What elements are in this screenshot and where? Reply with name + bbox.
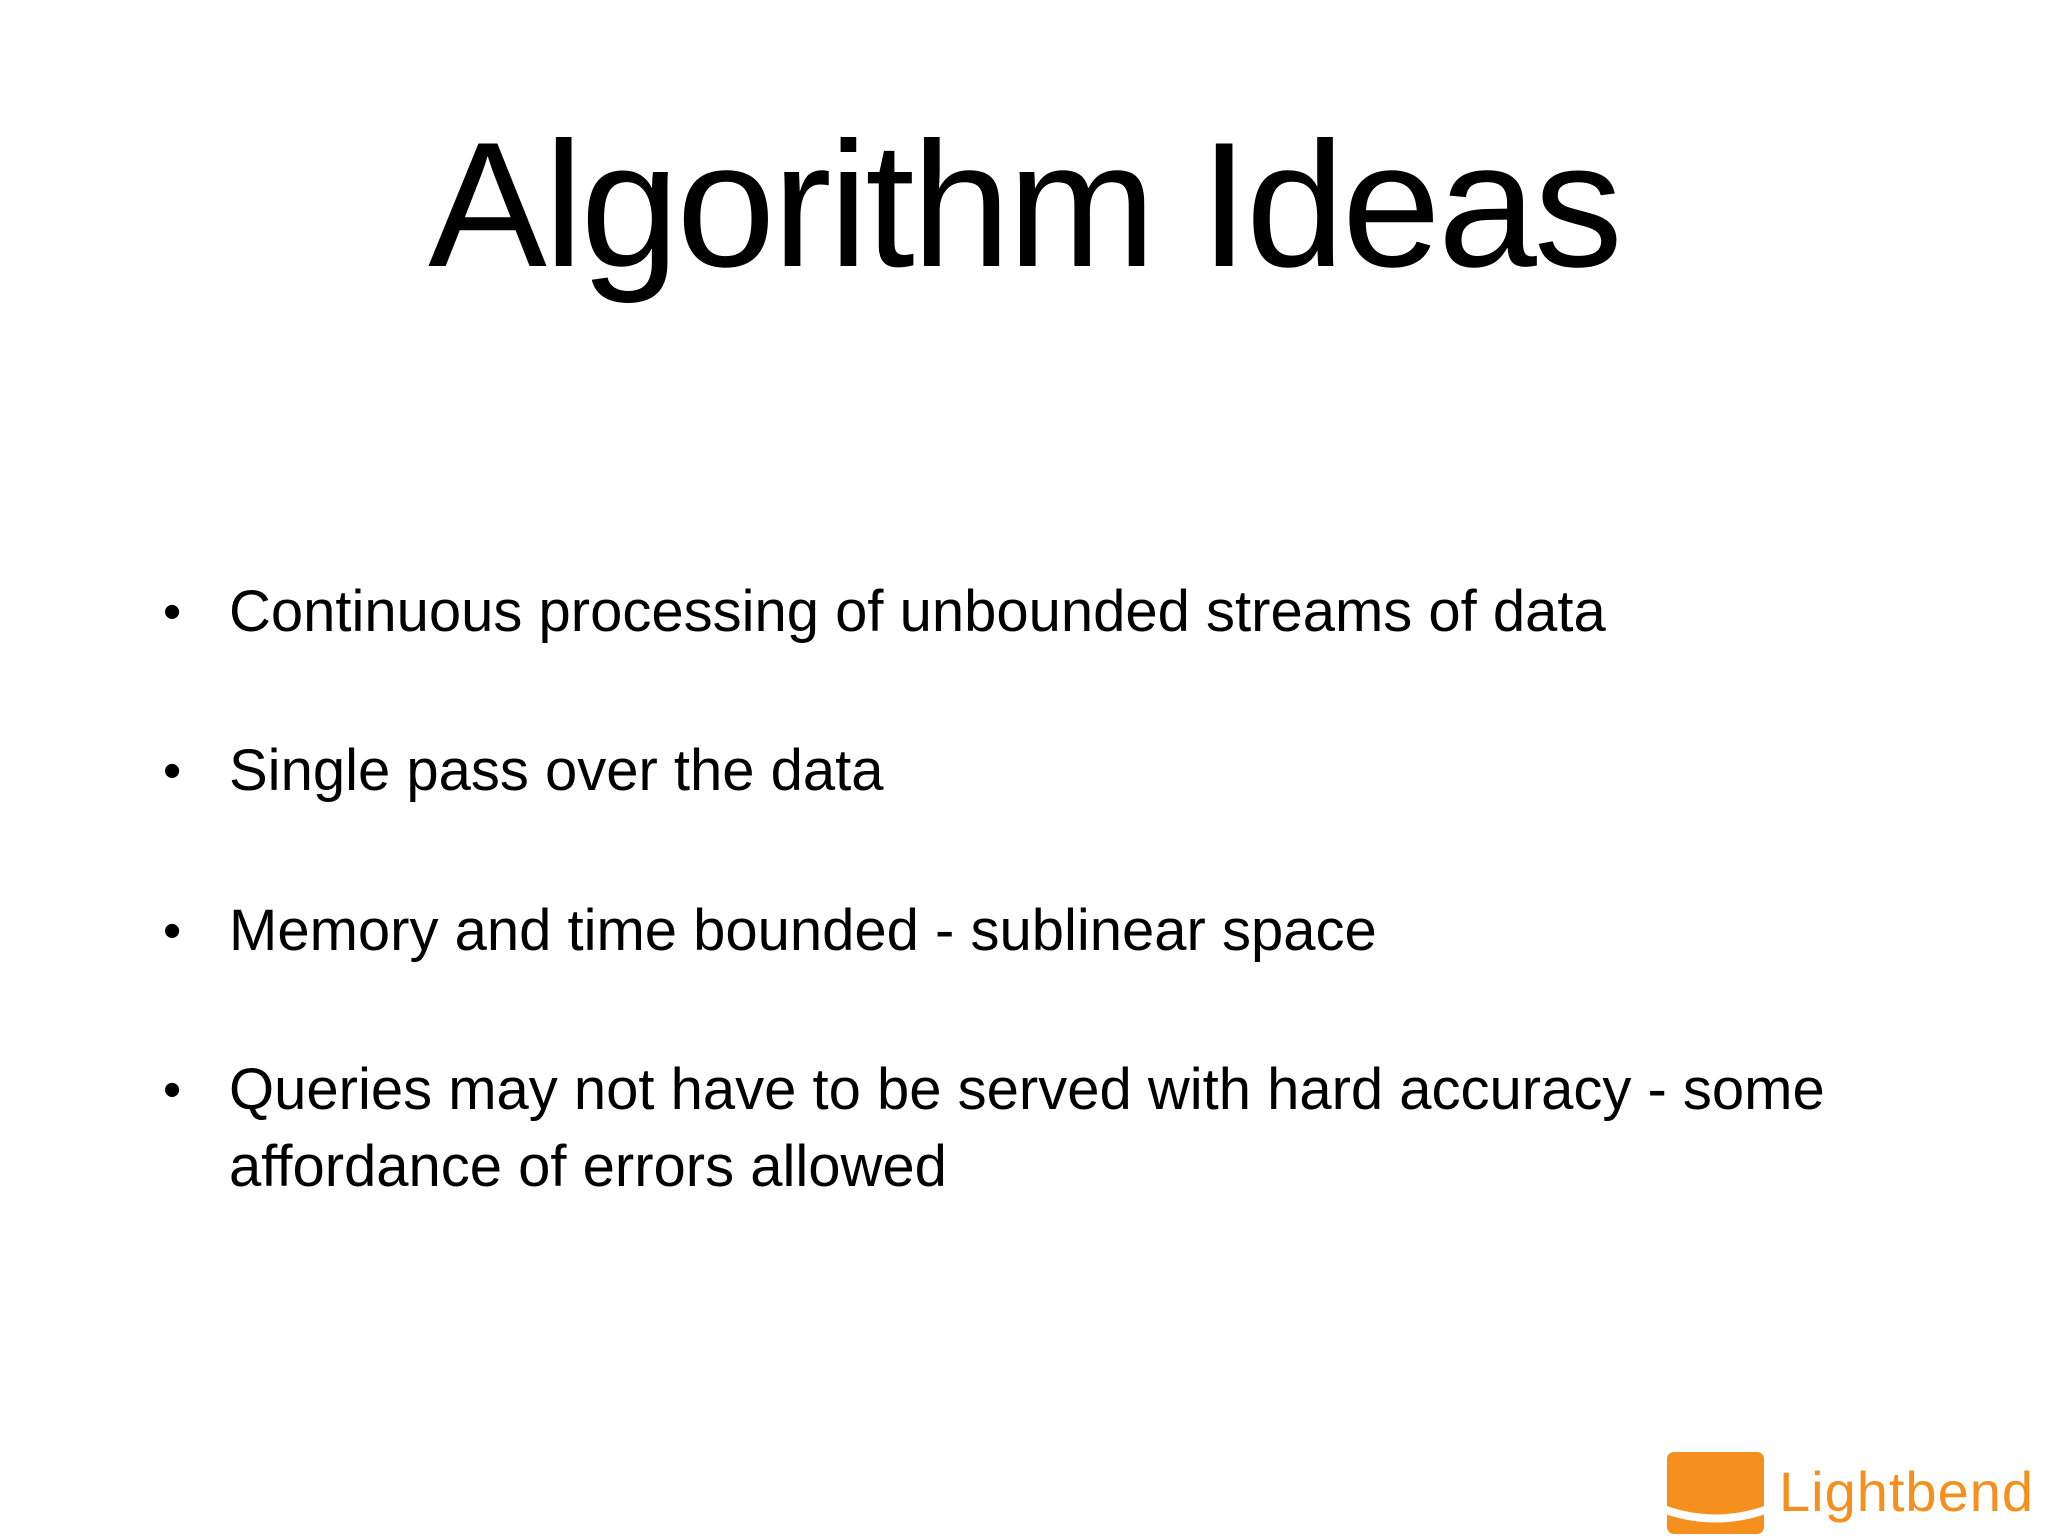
list-item: • Continuous processing of unbounded str…: [163, 574, 1928, 651]
list-item: • Memory and time bounded - sublinear sp…: [163, 893, 1928, 970]
lightbend-logo-mark-icon: [1666, 1452, 1764, 1534]
bullet-list: • Continuous processing of unbounded str…: [0, 574, 2048, 1206]
list-item: • Single pass over the data: [163, 733, 1928, 810]
bullet-dot-icon: •: [163, 742, 182, 801]
page-title: Algorithm Ideas: [428, 105, 1623, 304]
list-item: • Queries may not have to be served with…: [163, 1052, 1928, 1205]
bullet-dot-icon: •: [163, 1061, 182, 1120]
lightbend-logo-text: Lightbend: [1778, 1459, 2034, 1523]
lightbend-logo: Lightbend: [1666, 1452, 2034, 1534]
bullet-dot-icon: •: [163, 901, 182, 960]
bullet-text: Queries may not have to be served with h…: [229, 1057, 1825, 1199]
bullet-text: Memory and time bounded - sublinear spac…: [229, 897, 1377, 963]
bullet-text: Continuous processing of unbounded strea…: [229, 578, 1606, 644]
bullet-dot-icon: •: [163, 582, 182, 641]
bullet-text: Single pass over the data: [229, 738, 884, 804]
